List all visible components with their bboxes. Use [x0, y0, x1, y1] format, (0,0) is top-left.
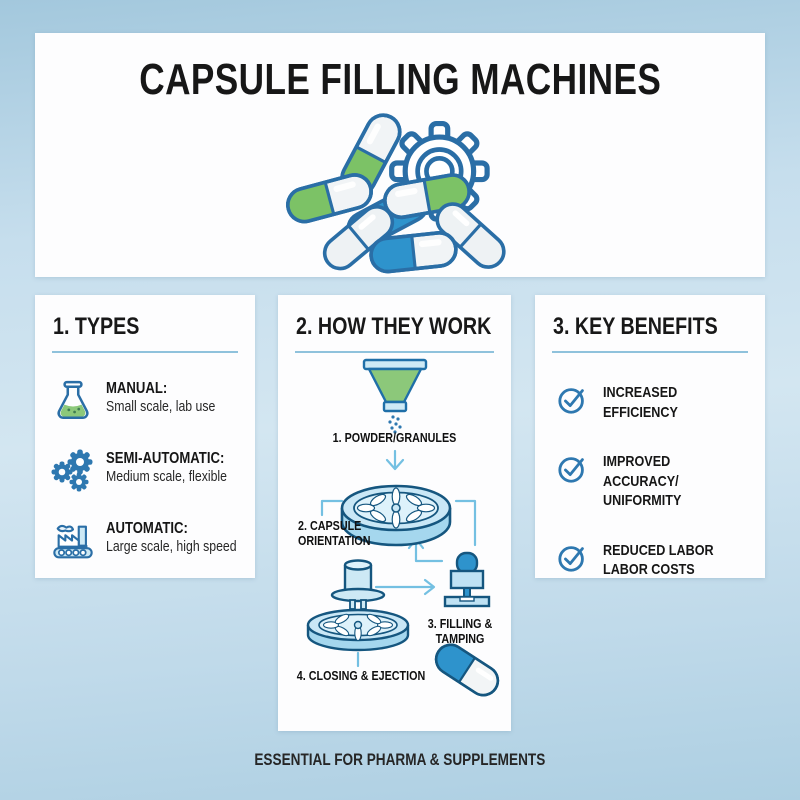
step-label-orientation: 2. CAPSULE ORIENTATION [298, 519, 371, 548]
header-panel: CAPSULE FILLING MACHINES [35, 33, 765, 277]
type-desc: Large scale, high speed [106, 538, 237, 556]
page-title: CAPSULE FILLING MACHINES [139, 55, 661, 104]
heading-divider [295, 351, 494, 353]
how-heading: 2. HOW THEY WORK [296, 313, 492, 340]
benefits-panel: 3. KEY BENEFITS INCREASED EFFICIENCY IMP… [535, 295, 765, 578]
type-title: SEMI-AUTOMATIC: [106, 450, 225, 467]
check-circle-icon [558, 545, 584, 572]
types-panel: 1. TYPES MANUAL: Small scale, lab use [35, 295, 255, 578]
flow-connectors [320, 449, 477, 668]
benefit-item-labor: REDUCED LABOR LABOR COSTS [557, 541, 757, 580]
capsule-icon [434, 643, 500, 697]
step-label-powder: 1. POWDER/GRANULES [332, 431, 457, 445]
benefit-text: IMPROVED ACCURACY/ UNIFORMITY [603, 453, 682, 509]
check-circle-icon [558, 457, 584, 483]
tamper-icon [443, 551, 491, 608]
gears-icon [51, 449, 93, 492]
type-desc: Medium scale, flexible [106, 468, 228, 486]
type-desc: Small scale, lab use [106, 398, 216, 416]
closing-station-icon [306, 559, 410, 652]
process-flow: 1. POWDER/GRANULES 2. CAPSULE [278, 295, 511, 731]
how-panel: 2. HOW THEY WORK [278, 295, 511, 731]
footer-caption: ESSENTIAL FOR PHARMA & SUPPLEMENTS [254, 750, 546, 769]
capsule-green-white [286, 173, 373, 224]
types-heading: 1. TYPES [53, 313, 140, 340]
type-item-manual: MANUAL: Small scale, lab use [51, 379, 245, 423]
check-circle-icon [558, 388, 584, 414]
capsule-white [322, 204, 395, 271]
funnel-icon [362, 358, 428, 434]
capsule-white [435, 202, 506, 269]
powder-dots [388, 415, 402, 434]
type-title: MANUAL: [106, 380, 168, 397]
step-label-closing: 4. CLOSING & EJECTION [296, 669, 426, 683]
benefit-text: INCREASED EFFICIENCY [603, 384, 678, 421]
capsules-gear-illustration [286, 113, 506, 274]
type-title: AUTOMATIC: [106, 520, 188, 537]
type-item-semi-automatic: SEMI-AUTOMATIC: Medium scale, flexible [51, 449, 245, 493]
benefit-item-efficiency: INCREASED EFFICIENCY [557, 383, 757, 422]
capsules-pile [286, 113, 506, 274]
benefits-heading: 3. KEY BENEFITS [553, 313, 718, 340]
conveyor-icon [53, 524, 93, 559]
benefit-text: REDUCED LABOR LABOR COSTS [603, 541, 714, 579]
heading-divider [52, 351, 238, 353]
orientation-plate-icon [340, 484, 452, 547]
type-item-automatic: AUTOMATIC: Large scale, high speed [51, 519, 245, 563]
flask-icon [57, 380, 89, 420]
step-label-filling: 3. FILLING & TAMPING [427, 617, 493, 646]
benefit-item-accuracy: IMPROVED ACCURACY/ UNIFORMITY [557, 452, 757, 511]
heading-divider [552, 351, 748, 353]
capsule-blue-white [369, 231, 458, 274]
